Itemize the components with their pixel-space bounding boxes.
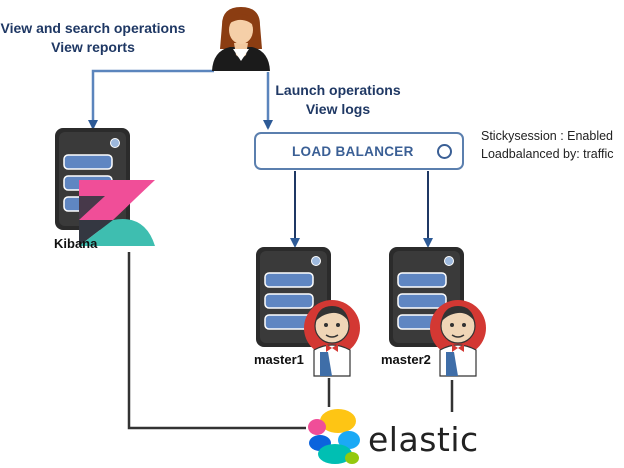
load-balancer-label: LOAD BALANCER [292,144,414,159]
launch-action-line2: View logs [305,101,371,117]
arrow-user-to-kibana [88,69,214,130]
loadbalanced-by-text: Loadbalanced by: traffic [481,147,614,161]
elastic-logo-icon [308,409,360,464]
load-balancer-box: LOAD BALANCER [254,132,464,170]
kibana-logo-icon [79,180,155,246]
kibana-label: Kibana [54,236,98,251]
master2-label: master2 [381,352,431,367]
user-action-line2: View reports [51,39,135,55]
master1-jenkins-icon [304,300,360,377]
sticky-session-text: Stickysession : Enabled [481,129,614,143]
line-kibana-to-elastic [127,252,306,430]
user-action-line1: View and search operations [0,20,186,36]
user-avatar-icon [212,7,270,71]
master1-label: master1 [254,352,304,367]
user-actions-label: View and search operations View reports [0,19,186,57]
load-balancer-indicator-icon [437,144,452,159]
launch-action-line1: Launch operations [275,82,401,98]
master2-jenkins-icon [430,300,486,377]
elastic-label: elastic [368,420,479,459]
load-balancer-info: Stickysession : Enabled Loadbalanced by:… [481,127,614,163]
launch-actions-label: Launch operations View logs [264,81,412,119]
